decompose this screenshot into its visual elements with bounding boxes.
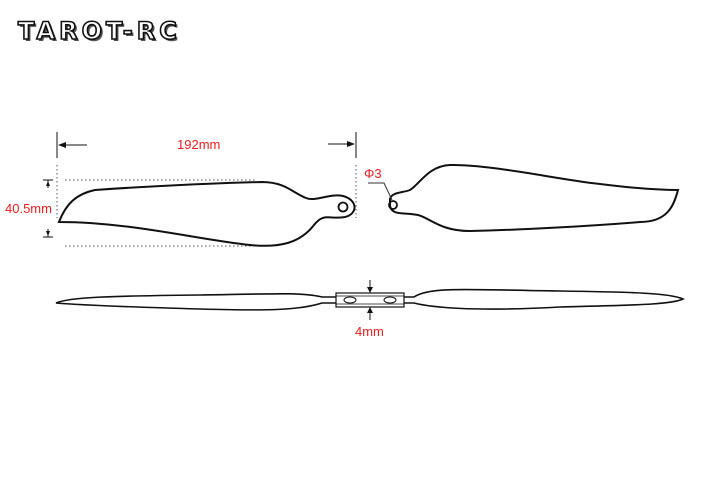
width-arrow-bottom-icon: [46, 231, 50, 236]
length-label: 192mm: [177, 137, 221, 152]
left-hub-hole: [337, 201, 349, 213]
arrowhead-right-icon: [347, 141, 355, 147]
right-blade-outline: [389, 163, 680, 233]
brand-logo: TAROT-RC: [17, 16, 181, 46]
thickness-arrow-top-icon: [367, 287, 373, 293]
hole-diameter-label: Φ3: [364, 166, 382, 181]
right-hub-hole: [388, 200, 398, 210]
side-view-outline: [55, 292, 339, 311]
width-label: 40.5mm: [5, 201, 52, 216]
thickness-label: 4mm: [355, 324, 384, 339]
left-blade-outline: [57, 180, 356, 247]
hole-leader-line: [368, 182, 393, 201]
thickness-arrow-bottom-icon: [367, 307, 373, 313]
width-arrow-top-icon: [46, 181, 50, 186]
arrowhead-left-icon: [58, 142, 66, 148]
